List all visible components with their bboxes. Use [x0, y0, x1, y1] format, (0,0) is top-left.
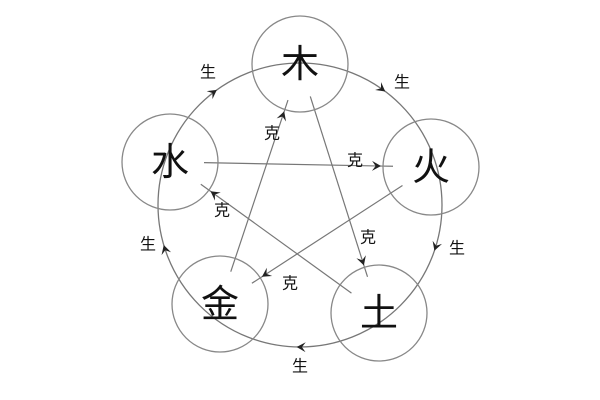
- overcoming-label: 克: [264, 124, 280, 143]
- overcoming-arrowhead-metal-wood: [276, 111, 287, 122]
- element-circle-metal: [171, 255, 269, 353]
- overcoming-arrowhead-water-fire: [371, 160, 382, 171]
- overcoming-line-earth-water: [200, 183, 352, 294]
- element-circle-fire: [382, 118, 480, 216]
- overcoming-line-fire-metal: [251, 185, 403, 284]
- generating-label: 生: [200, 63, 216, 82]
- overcoming-arrowhead-fire-metal: [261, 267, 273, 277]
- generating-arrowhead-fire-earth: [432, 240, 442, 251]
- overcoming-label: 克: [214, 201, 230, 220]
- generating-arrowhead-wood-fire: [375, 82, 386, 92]
- overcoming-line-metal-wood: [230, 99, 289, 272]
- element-circle-wood: [251, 15, 349, 113]
- element-label-earth: 土: [360, 291, 398, 335]
- generating-arrowhead-metal-water: [161, 245, 172, 256]
- generating-arrowhead-earth-metal: [296, 342, 306, 353]
- overcoming-line-water-fire: [203, 162, 394, 167]
- element-label-fire: 火: [412, 145, 450, 189]
- overcoming-arrowhead-earth-water: [210, 191, 221, 201]
- generating-label: 生: [292, 357, 308, 376]
- generating-label: 生: [140, 235, 156, 254]
- overcoming-line-wood-earth: [309, 96, 369, 277]
- element-label-water: 水: [151, 140, 189, 184]
- generating-label: 生: [449, 239, 465, 258]
- overcoming-arrowhead-wood-earth: [356, 255, 366, 266]
- generating-arrowhead-water-wood: [206, 89, 217, 100]
- overcoming-label: 克: [360, 228, 376, 247]
- overcoming-label: 克: [282, 274, 298, 293]
- overcoming-label: 克: [347, 151, 363, 170]
- element-label-metal: 金: [201, 282, 239, 326]
- element-circle-earth: [330, 264, 428, 362]
- element-circle-water: [121, 113, 219, 211]
- element-label-wood: 木: [281, 42, 319, 86]
- generating-label: 生: [394, 73, 410, 92]
